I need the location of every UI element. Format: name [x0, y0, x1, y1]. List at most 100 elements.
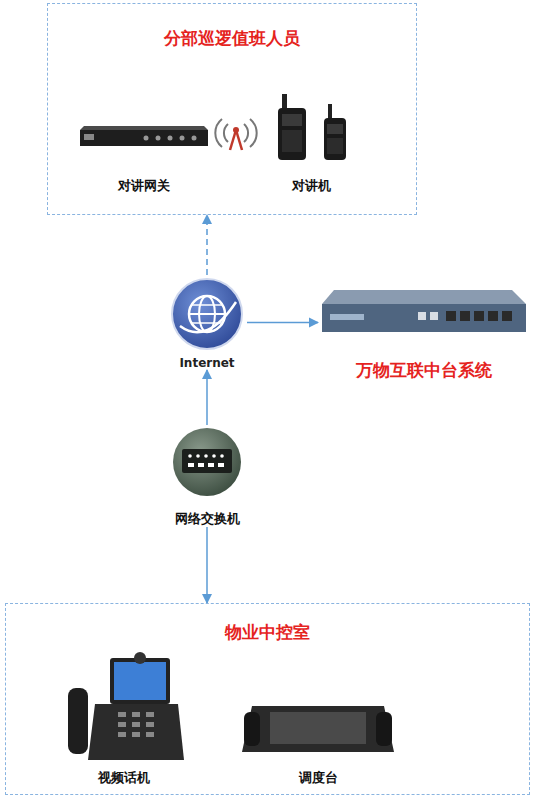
video-phone	[134, 652, 146, 664]
internet-icon	[180, 302, 236, 332]
group-heading: 物业中控室	[6, 622, 529, 642]
server-device	[418, 312, 426, 320]
video-phone	[146, 722, 154, 727]
walkie-talkie	[324, 118, 346, 160]
internet-icon	[192, 304, 222, 306]
group-frame: 分部巡逻值班人员对讲网关 对讲机	[47, 3, 417, 215]
switch-icon	[173, 428, 241, 496]
switch-icon	[208, 463, 214, 467]
walkie-talkie	[327, 138, 343, 154]
server-device	[474, 311, 484, 321]
connector-arrow	[206, 370, 208, 425]
connector-arrow	[206, 527, 208, 603]
walkie-talkie	[327, 124, 343, 134]
gateway-device	[84, 134, 94, 140]
node-label: 视频话机	[56, 770, 191, 786]
gateway-device	[168, 136, 173, 141]
video-phone	[68, 688, 88, 754]
video-phone	[88, 704, 184, 760]
video-phone	[118, 732, 126, 737]
switch-icon	[188, 463, 194, 467]
node-label: Internet	[167, 356, 247, 370]
device-node: 对讲机	[256, 86, 366, 194]
gateway-device	[80, 126, 208, 146]
group-heading: 分部巡逻值班人员	[48, 28, 416, 48]
gateway-device	[192, 136, 197, 141]
gateway-device	[80, 126, 208, 130]
wireless-symbol	[236, 130, 242, 150]
video-phone	[114, 662, 166, 700]
switch-icon	[204, 454, 208, 458]
dispatch-console	[242, 706, 394, 752]
switch-icon	[218, 463, 224, 467]
gateway-device	[156, 136, 161, 141]
video-phone	[110, 658, 170, 704]
video-phone	[118, 712, 154, 737]
video-phone	[118, 712, 126, 717]
video-phone	[146, 732, 154, 737]
device-node: 对讲网关	[71, 101, 216, 194]
switch-icon	[198, 463, 204, 467]
switch-icon	[173, 428, 241, 496]
node-label: 万物互联中台系统	[318, 360, 530, 380]
dispatch-console	[270, 712, 366, 744]
device-node: 视频话机	[56, 651, 191, 786]
wireless-symbol	[230, 130, 236, 150]
dispatch-console	[244, 712, 260, 746]
switch-icon	[212, 454, 216, 458]
wireless-symbol	[215, 119, 222, 147]
video-phone	[146, 712, 154, 717]
dispatch-console	[242, 706, 394, 752]
wireless-symbol	[250, 119, 257, 147]
device-node: 调度台	[236, 691, 401, 786]
server-device	[322, 290, 526, 304]
server-device	[502, 311, 512, 321]
server-device	[322, 290, 526, 332]
walkie-talkie	[282, 94, 287, 110]
network-node: Internet	[167, 275, 247, 370]
walkie-talkie	[282, 114, 302, 126]
node-label: 对讲网关	[71, 178, 216, 194]
video-phone	[132, 722, 140, 727]
switch-node: 网络交换机	[160, 425, 254, 527]
internet-icon	[189, 313, 225, 315]
node-label: 网络交换机	[160, 511, 254, 527]
switch-icon	[182, 449, 232, 473]
wireless-symbol	[244, 124, 248, 142]
connector-arrow	[247, 322, 318, 324]
group-frame: 物业中控室视频话机 调度台	[5, 603, 530, 795]
video-phone	[132, 732, 140, 737]
walkie-talkie	[328, 104, 332, 120]
server-device	[330, 314, 364, 320]
walkie-talkie	[278, 108, 306, 160]
server-device	[322, 304, 526, 332]
dispatch-console	[376, 712, 392, 746]
internet-icon	[172, 279, 242, 349]
switch-icon	[220, 454, 224, 458]
connector-arrow	[206, 215, 208, 275]
walkie-talkie	[282, 130, 302, 152]
switch-icon	[196, 454, 200, 458]
internet-icon	[189, 296, 225, 332]
node-label: 对讲机	[256, 178, 366, 194]
video-phone	[118, 722, 126, 727]
server-device	[488, 311, 498, 321]
video-phone	[68, 652, 184, 760]
wireless-symbol	[215, 119, 256, 150]
walkie-talkie	[278, 94, 346, 160]
node-label: 调度台	[236, 770, 401, 786]
server-device	[460, 311, 470, 321]
server-device	[430, 312, 438, 320]
gateway-device	[180, 136, 185, 141]
server-device	[446, 311, 456, 321]
switch-icon	[188, 454, 192, 458]
wireless-symbol	[233, 127, 239, 133]
internet-icon	[172, 279, 242, 349]
platform-node: 万物互联中台系统	[318, 282, 530, 380]
gateway-device	[80, 130, 208, 146]
gateway-device	[144, 136, 149, 141]
video-phone	[132, 712, 140, 717]
